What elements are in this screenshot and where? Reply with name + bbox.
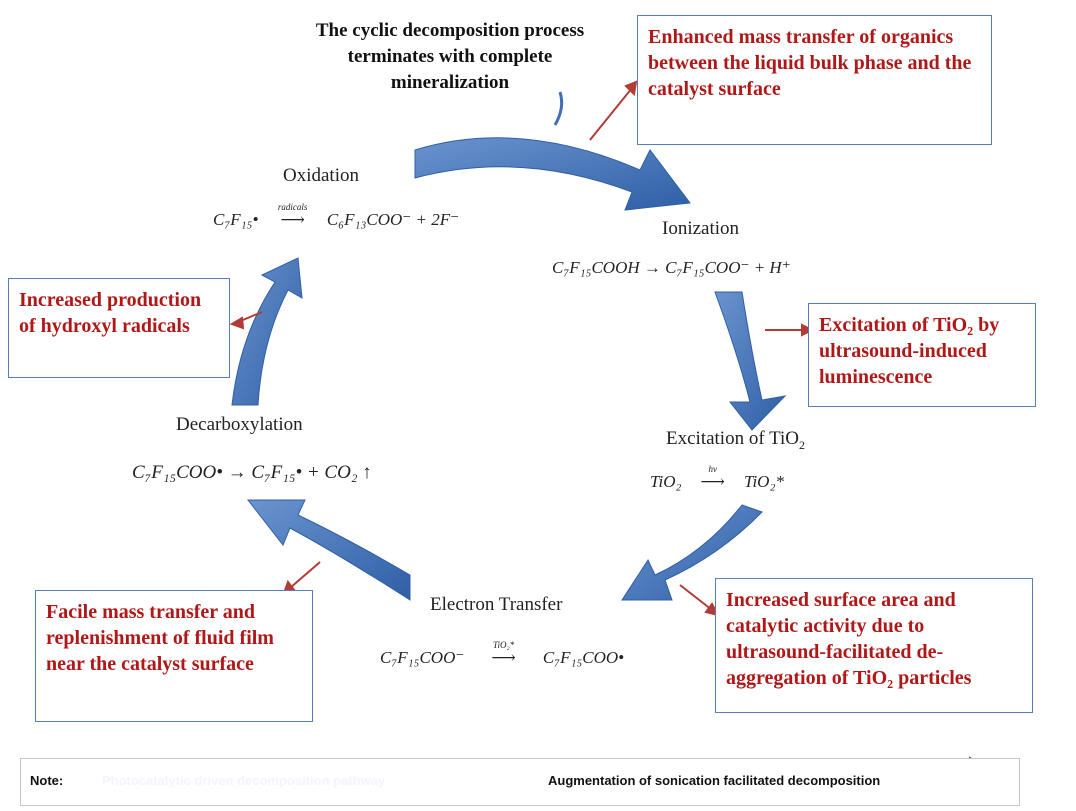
pathway-arrow-oxidation-to-ionization <box>414 137 691 211</box>
stage-electron-transfer: Electron Transfer <box>430 594 563 615</box>
box-increased-surface-area: Increased surface area and catalytic act… <box>715 578 1033 713</box>
equation-oxidation: C₇F₁₅• radicals⟶ C₆F₁₃COO⁻ + 2F⁻ <box>213 202 460 229</box>
equation-excitation: TiO₂ hν⟶ TiO₂* <box>650 464 784 491</box>
box-hydroxyl-radicals: Increased production of hydroxyl radical… <box>8 278 230 378</box>
stage-ionization: Ionization <box>662 218 740 239</box>
stage-decarboxylation: Decarboxylation <box>176 414 303 435</box>
pathway-arrow-decarboxylation-to-oxidation <box>231 257 303 406</box>
legend-pathway-label: Photocatalytic driven decomposition path… <box>102 773 386 788</box>
box-excitation-luminescence: Excitation of TiO₂ by ultrasound-induced… <box>808 303 1036 407</box>
equation-ionization: C₇F₁₅COOH → C₇F₁₅COO⁻ + H⁺ <box>552 258 791 277</box>
box-facile-mass-transfer: Facile mass transfer and replenishment o… <box>35 590 313 722</box>
equation-decarboxylation: C₇F₁₅COO• → C₇F₁₅• + CO₂ ↑ <box>132 462 372 483</box>
legend <box>20 758 1020 806</box>
stage-oxidation: Oxidation <box>283 165 359 186</box>
pathway-arrow-ionization-to-excitation <box>714 291 787 431</box>
title-connector-arrow <box>553 91 564 126</box>
equation-electron-transfer: C₇F₁₅COO⁻ TiO₂*⟶ C₇F₁₅COO• <box>380 640 625 667</box>
stage-excitation: Excitation of TiO2 <box>666 428 806 452</box>
legend-note: Note: <box>30 773 64 788</box>
pathway-arrow-excitation-to-electron <box>621 504 763 601</box>
termination-note: The cyclic decomposition process termina… <box>315 20 585 93</box>
box-enhanced-mass-transfer: Enhanced mass transfer of organics betwe… <box>637 15 992 145</box>
pathway-arrow-electron-to-decarboxylation <box>246 499 411 601</box>
legend-augmentation-label: Augmentation of sonication facilitated d… <box>548 773 881 788</box>
